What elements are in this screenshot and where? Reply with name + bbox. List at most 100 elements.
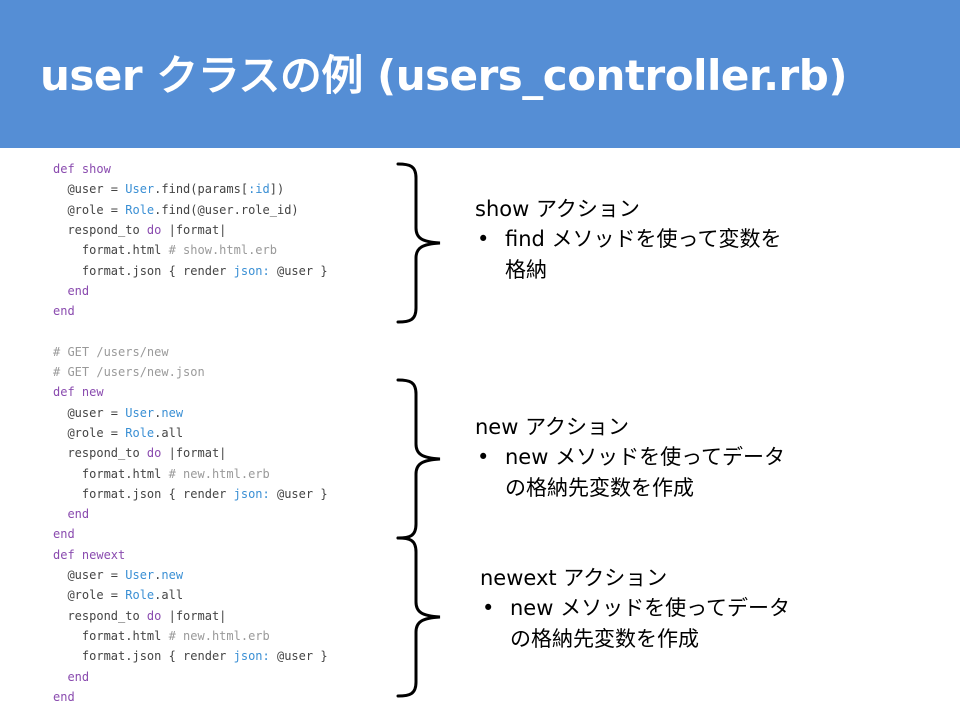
code-line: format.html # show.html.erb	[53, 240, 277, 260]
code-token-const: Role	[125, 425, 155, 440]
note-show: show アクション • find メソッドを使って変数を格納	[475, 193, 805, 303]
code-token-plain: format.json { render	[53, 649, 234, 664]
code-token-ivar: @user	[53, 182, 111, 197]
code-token-plain: .	[154, 405, 162, 420]
code-token-const: User	[125, 405, 155, 420]
code-token-comment: # new.html.erb	[168, 466, 270, 481]
code-token-const: User	[125, 182, 155, 197]
code-token-kw: do	[146, 608, 162, 623]
bullet-icon: •	[477, 227, 490, 251]
code-token-plain: .find(params[	[154, 182, 249, 197]
code-line: end	[53, 667, 89, 687]
code-token-kw: do	[146, 446, 162, 461]
code-line: @user = User.new	[53, 403, 183, 423]
code-token-plain: respond_to	[53, 608, 147, 623]
code-line: @role = Role.all	[53, 585, 183, 605]
code-line: @user = User.new	[53, 565, 183, 585]
code-token-plain: .	[154, 568, 162, 582]
slide-title: user クラスの例 (users_controller.rb)	[40, 51, 848, 100]
code-line: format.json { render json: @user }	[53, 261, 328, 281]
code-line: # GET /users/new.json	[53, 362, 205, 382]
code-line: respond_to do |format|	[53, 606, 226, 626]
code-token-plain: format.html	[53, 243, 169, 258]
code-token-ivar: @user	[53, 405, 111, 420]
bullet-icon: •	[482, 596, 495, 620]
code-line: end	[53, 687, 75, 707]
code-token-kw: def newext	[53, 547, 126, 562]
code-token-comment: # show.html.erb	[168, 243, 277, 258]
brace-show	[396, 162, 441, 324]
code-token-const: new	[161, 405, 184, 420]
note-newext: newext アクション • new メソッドを使ってデータの格納先変数を作成	[480, 562, 810, 672]
code-token-plain: =	[110, 425, 126, 440]
code-token-plain: |format|	[161, 222, 227, 237]
code-line: @role = Role.find(@user.role_id)	[53, 200, 299, 220]
code-token-const: new	[161, 568, 184, 582]
code-token-kw: end	[53, 304, 75, 319]
code-token-key: json:	[233, 486, 270, 501]
code-token-ivar: @user	[53, 568, 111, 582]
code-panel: def show @user = User.find(params[:id]) …	[44, 152, 364, 720]
note-bullet-text: new メソッドを使ってデータの格納先変数を作成	[510, 596, 791, 651]
code-token-plain: ])	[269, 182, 285, 197]
code-token-plain: .all	[154, 588, 184, 603]
code-token-plain: respond_to	[53, 222, 147, 237]
code-line: end	[53, 504, 89, 524]
code-token-plain: format.html	[53, 466, 169, 481]
code-token-ivar: @role	[53, 202, 111, 217]
code-token-plain: @user }	[269, 649, 328, 664]
code-line: respond_to do |format|	[53, 220, 226, 240]
code-token-plain: respond_to	[53, 446, 147, 461]
code-token-const: Role	[125, 588, 155, 603]
brace-new	[396, 378, 441, 540]
note-bullet-text: new メソッドを使ってデータの格納先変数を作成	[505, 445, 786, 500]
title-bar: user クラスの例 (users_controller.rb)	[0, 0, 960, 148]
note-heading: show アクション	[475, 197, 640, 221]
code-token-plain: @user }	[269, 263, 328, 278]
code-token-comment: # GET /users/new.json	[53, 365, 205, 379]
code-line: @role = Role.all	[53, 423, 183, 443]
code-token-key: json:	[233, 649, 270, 664]
code-line: respond_to do |format|	[53, 443, 226, 463]
code-token-kw: do	[146, 222, 162, 237]
code-token-kw: def show	[53, 162, 111, 176]
code-token-kw: def new	[53, 385, 104, 400]
code-token-plain: |format|	[161, 446, 227, 461]
code-line: end	[53, 524, 75, 544]
code-token-plain: =	[110, 588, 126, 603]
bullet-icon: •	[477, 445, 490, 469]
code-token-plain: format.json { render	[53, 263, 234, 278]
code-token-plain: =	[110, 405, 126, 420]
note-new: new アクション • new メソッドを使ってデータの格納先変数を作成	[475, 411, 805, 521]
code-token-plain: |format|	[161, 608, 227, 623]
code-token-plain: @user }	[269, 486, 328, 501]
code-token-comment: # GET /users/new	[53, 344, 169, 359]
code-line: format.html # new.html.erb	[53, 626, 270, 646]
code-token-const: Role	[125, 202, 155, 217]
code-line: format.json { render json: @user }	[53, 646, 328, 666]
code-line: # GET /users/new	[53, 342, 169, 362]
code-line: end	[53, 281, 89, 301]
code-token-key: json:	[233, 263, 270, 278]
code-token-ivar: @role	[53, 425, 111, 440]
code-token-kw: end	[53, 527, 75, 542]
code-line: def show	[53, 159, 111, 179]
code-token-const: User	[125, 568, 155, 582]
code-token-comment: # new.html.erb	[168, 628, 270, 643]
code-line: def newext	[53, 545, 125, 565]
code-token-plain: format.json { render	[53, 486, 234, 501]
code-line: format.json { render json: @user }	[53, 484, 328, 504]
code-token-kw: end	[53, 689, 75, 704]
code-token-plain: .find(@user.role_id)	[154, 202, 299, 217]
code-line: @user = User.find(params[:id])	[53, 179, 284, 199]
code-token-ivar: @role	[53, 588, 111, 603]
code-token-kw: end	[53, 669, 90, 684]
note-heading: new アクション	[475, 415, 630, 439]
code-token-sym: :id	[248, 182, 270, 197]
code-line: end	[53, 301, 75, 321]
code-token-plain: format.html	[53, 628, 169, 643]
code-token-plain: =	[110, 568, 126, 582]
code-token-kw: end	[53, 283, 90, 298]
code-line: def new	[53, 382, 104, 402]
note-bullet-text: find メソッドを使って変数を格納	[505, 227, 782, 282]
